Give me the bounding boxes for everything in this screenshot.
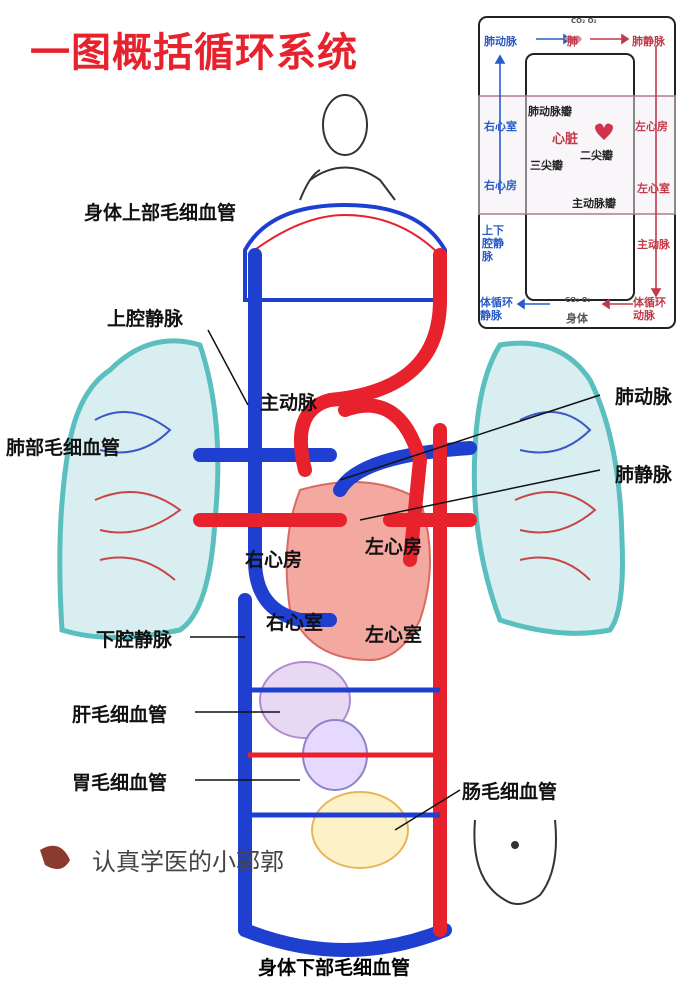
label-pulmonary-vein: 肺静脉	[615, 464, 673, 486]
left-lung	[57, 338, 221, 640]
heart-icon	[595, 123, 613, 140]
label-left-ventricle: 左心室	[365, 624, 423, 646]
watermark: 认真学医的小郭郭	[92, 848, 284, 876]
lung-capillaries	[94, 411, 597, 581]
flow-heart: 心脏	[552, 132, 579, 147]
flow-vena-cava: 上下腔静脉	[482, 224, 504, 263]
flow-lung: 肺	[567, 35, 578, 48]
flow-right-atrium: 右心房	[484, 179, 517, 192]
flow-pulmonary-vein: 肺静脉	[632, 35, 665, 48]
label-aorta: 主动脉	[260, 392, 318, 414]
pelvis-outline	[473, 819, 557, 905]
upper-capillaries	[243, 202, 447, 302]
flow-pulmonary-artery: 肺动脉	[484, 35, 517, 48]
label-right-atrium: 右心房	[245, 549, 303, 571]
label-intestine-capillaries: 肠毛细血管	[462, 781, 558, 803]
arteries	[193, 248, 477, 937]
label-upper-capillaries: 身体上部毛细血管	[84, 202, 237, 224]
label-left-atrium: 左心房	[365, 536, 423, 558]
flow-left-atrium: 左心房	[635, 120, 668, 133]
flow-right-ventricle: 右心室	[484, 120, 517, 133]
page-title: 一图概括循环系统	[30, 30, 358, 76]
flow-aorta: 主动脉	[637, 238, 670, 251]
label-svc: 上腔静脉	[107, 308, 184, 330]
flow-gas-bottom: CO₂ O₂	[565, 296, 591, 304]
flow-systemic-artery: 体循环动脉	[633, 296, 666, 322]
flow-body: 身体	[566, 312, 588, 325]
label-lung-capillaries: 肺部毛细血管	[6, 437, 121, 459]
label-stomach-capillaries: 胃毛细血管	[72, 772, 168, 794]
person-outline	[299, 94, 396, 201]
flow-systemic-vein: 体循环静脉	[480, 296, 513, 322]
liver-shape	[259, 661, 351, 739]
flow-mitral: 二尖瓣	[580, 149, 613, 162]
label-lower-capillaries: 身体下部毛细血管	[258, 957, 411, 979]
label-ivc: 下腔静脉	[96, 629, 173, 651]
circulation-flowchart	[478, 16, 676, 329]
flow-pulmonary-valve: 肺动脉瓣	[528, 105, 572, 118]
sweet-potato-icon	[40, 845, 70, 869]
label-right-ventricle: 右心室	[266, 612, 324, 634]
intestine-shape	[311, 791, 409, 869]
label-pulmonary-artery: 肺动脉	[615, 386, 673, 408]
flow-aortic-valve: 主动脉瓣	[572, 197, 616, 210]
flow-left-ventricle: 左心室	[637, 182, 670, 195]
flow-tricuspid: 三尖瓣	[530, 159, 563, 172]
label-liver-capillaries: 肝毛细血管	[72, 704, 168, 726]
right-lung	[471, 340, 625, 636]
flow-gas-top: CO₂ O₂	[571, 17, 597, 25]
